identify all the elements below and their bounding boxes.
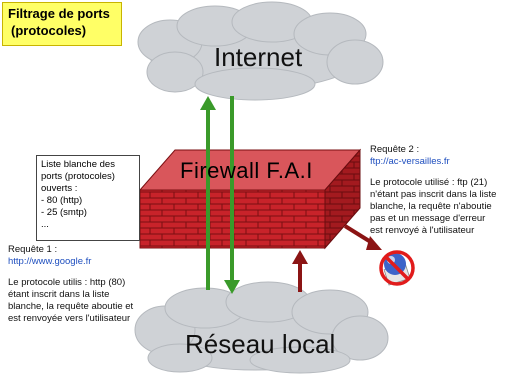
internet-cloud	[137, 1, 384, 101]
whitelist-line: - 80 (http)	[41, 195, 83, 206]
no-entry-error-icon	[379, 250, 415, 286]
whitelist-line: ports (protocoles)	[41, 171, 115, 182]
whitelist-line: Liste blanche des	[41, 159, 115, 170]
request2-note: Requête 2 : ftp://ac-versailles.fr Le pr…	[370, 144, 496, 237]
red-arrow-diagonal	[343, 224, 382, 250]
request1-line: blanche, la requête aboutie et	[8, 301, 134, 312]
firewall-label: Firewall F.A.I	[180, 158, 313, 183]
request2-line: Le protocole utilisé : ftp (21)	[370, 177, 488, 188]
whitelist-line: - 25 (smtp)	[41, 207, 87, 218]
red-arrow-up	[292, 250, 308, 292]
request1-line: étant inscrit dans la liste	[8, 289, 110, 300]
request2-line: n'étant pas inscrit dans la liste	[370, 189, 497, 200]
request1-heading: Requête 1 :	[8, 244, 58, 255]
request1-line: est renvoyée vers l'utilisateur	[8, 313, 131, 324]
request2-url: ftp://ac-versailles.fr	[370, 156, 450, 167]
internet-label: Internet	[214, 42, 303, 72]
green-arrow-down	[224, 96, 240, 294]
request1-note: Requête 1 : http://www.google.fr Le prot…	[8, 244, 133, 325]
whitelist-line: ouverts :	[41, 183, 78, 194]
request2-line: blanche, la requête n'aboutie	[370, 201, 492, 212]
request1-line: Le protocole utilis : http (80)	[8, 277, 126, 288]
local-network-label: Réseau local	[185, 329, 336, 359]
whitelist-box: Liste blanche des ports (protocoles) ouv…	[36, 155, 140, 241]
title-line-1: Filtrage de ports	[8, 6, 110, 21]
local-network-cloud	[134, 281, 389, 374]
request1-url: http://www.google.fr	[8, 256, 92, 267]
request2-line: pas et un message d'erreur	[370, 213, 486, 224]
green-arrow-up	[200, 96, 216, 290]
title-line-2: (protocoles)	[11, 23, 87, 38]
request2-heading: Requête 2 :	[370, 144, 420, 155]
request2-line: est renvoyé à l'utilisateur	[370, 225, 475, 236]
whitelist-line: ...	[41, 219, 49, 230]
title-box: Filtrage de ports (protocoles)	[2, 2, 122, 46]
